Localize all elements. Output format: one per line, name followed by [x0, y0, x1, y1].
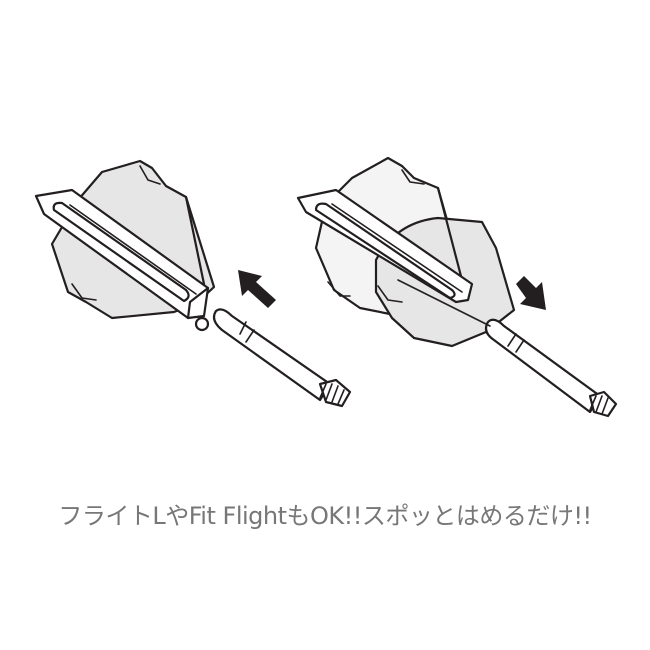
step-1-group — [34, 159, 352, 408]
flight-fin-left — [184, 195, 206, 286]
spine-slot-inner-left — [69, 204, 197, 295]
arrow-down-right-icon — [516, 276, 546, 310]
spine-slot-left — [52, 201, 190, 303]
flight-spine-left — [34, 188, 210, 320]
spine-ring-left — [194, 316, 210, 332]
flight-notch-back — [401, 169, 425, 185]
flight-notch-bottom — [71, 283, 97, 301]
dart-assembly-illustration — [34, 156, 618, 418]
flight-notch-top — [139, 165, 161, 185]
flight-notch-front — [377, 285, 403, 303]
dart-shaft-right — [397, 279, 618, 418]
spine-slot-inner-right — [331, 203, 463, 293]
spine-end-left — [186, 286, 210, 320]
flight-fin-right — [436, 186, 464, 282]
step-2-group — [296, 156, 618, 418]
flight-notch-back-bottom — [327, 281, 351, 297]
arrow-up-left-icon — [238, 270, 276, 308]
dart-shaft-left — [212, 308, 352, 408]
caption-text: フライトLやFit FlightもOK!!スポッとはめるだけ!! — [58, 502, 592, 530]
spine-slot-right — [314, 202, 456, 300]
